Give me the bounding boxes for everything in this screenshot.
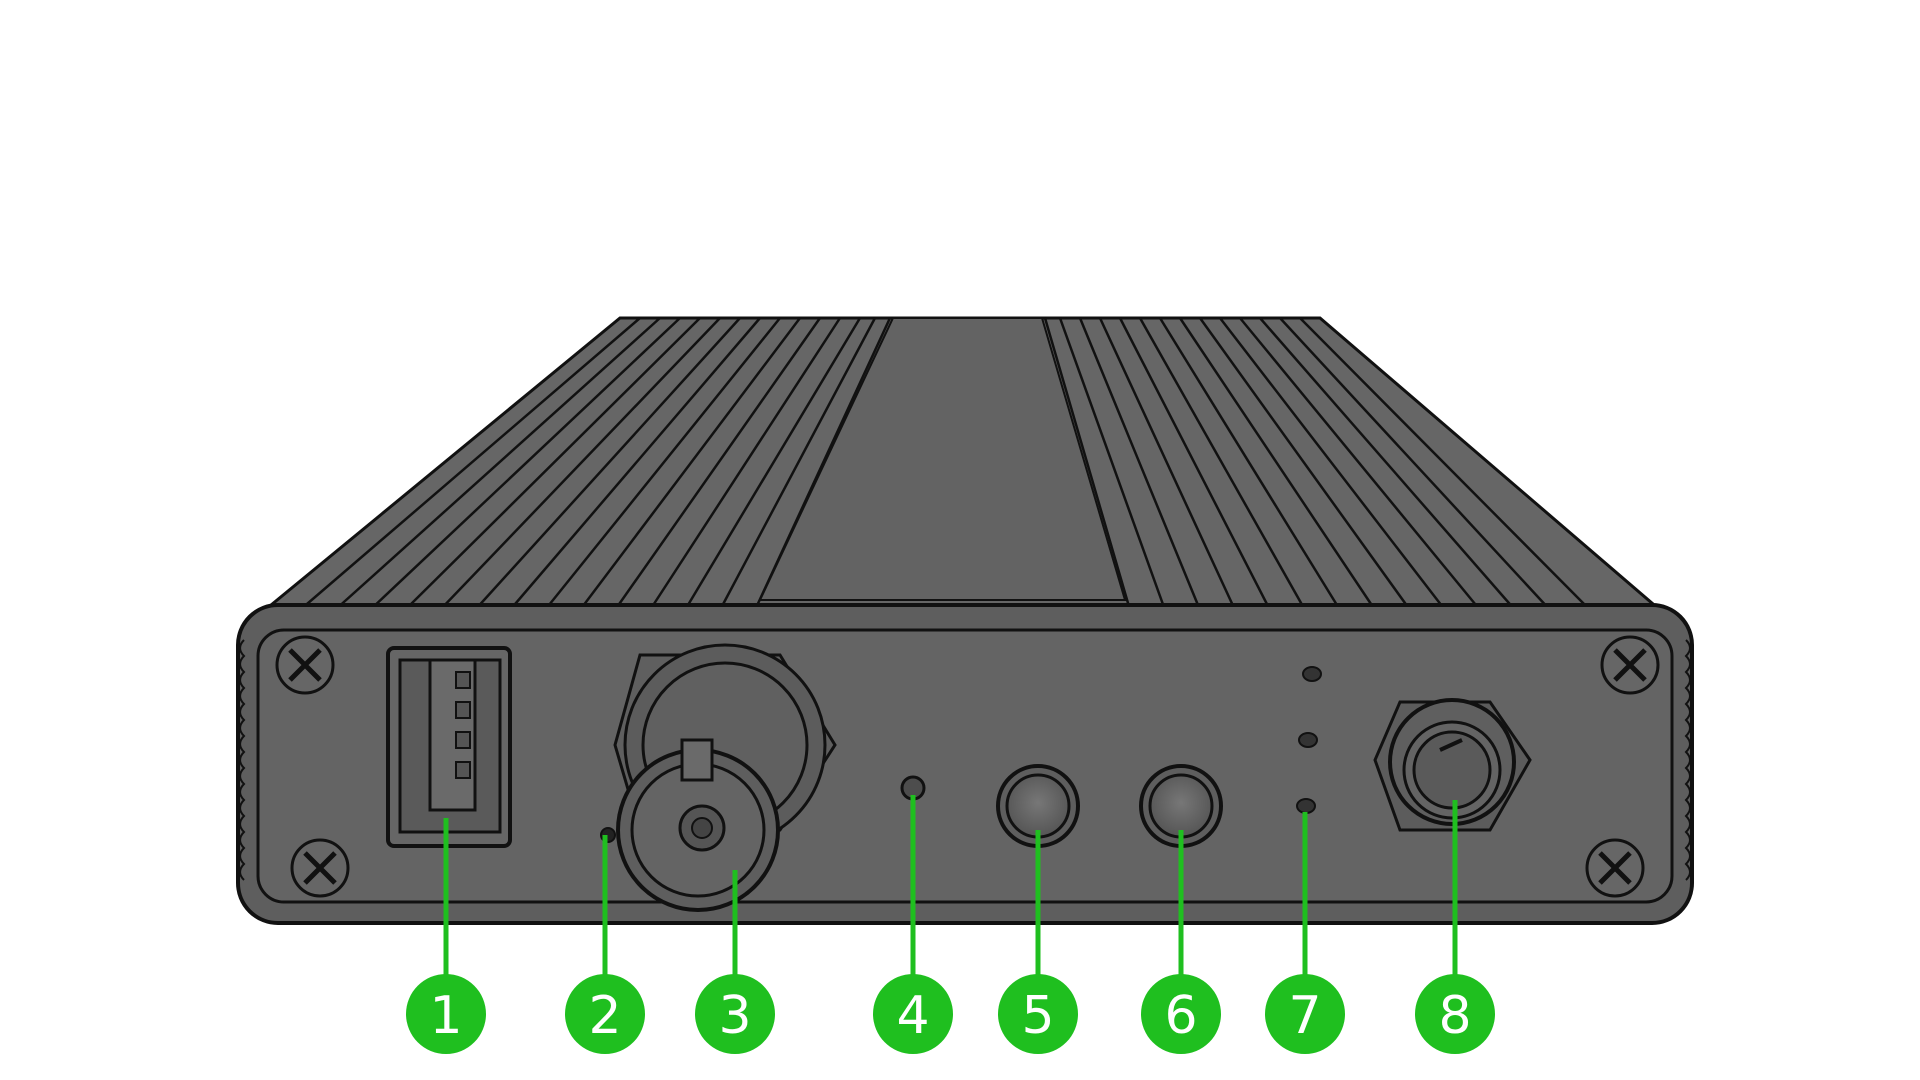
bnc-connector xyxy=(613,643,837,912)
callout-label-8: 8 xyxy=(1438,986,1471,1046)
power-connector xyxy=(1373,698,1532,832)
screw-top-right xyxy=(1600,635,1660,695)
callout-label-5: 5 xyxy=(1021,986,1054,1046)
usb-port xyxy=(386,646,512,848)
callout-label-3: 3 xyxy=(718,986,751,1046)
callout-leaders xyxy=(443,795,1458,990)
callout-label-7: 7 xyxy=(1288,986,1321,1046)
callout-1: 1 xyxy=(406,974,486,1054)
status-led-column xyxy=(1296,666,1322,814)
screw-top-left xyxy=(275,635,335,695)
callout-4: 4 xyxy=(873,974,953,1054)
screw-bottom-right xyxy=(1585,838,1645,898)
callout-label-6: 6 xyxy=(1164,986,1197,1046)
callout-2: 2 xyxy=(565,974,645,1054)
callout-6: 6 xyxy=(1141,974,1221,1054)
enclosure-top xyxy=(260,316,1665,612)
callout-label-1: 1 xyxy=(429,986,462,1046)
callout-label-2: 2 xyxy=(588,986,621,1046)
callout-label-4: 4 xyxy=(896,986,929,1046)
callout-8: 8 xyxy=(1415,974,1495,1054)
screw-bottom-left xyxy=(290,838,350,898)
callout-7: 7 xyxy=(1265,974,1345,1054)
callout-3: 3 xyxy=(695,974,775,1054)
callout-5: 5 xyxy=(998,974,1078,1054)
push-button-left xyxy=(996,764,1080,848)
